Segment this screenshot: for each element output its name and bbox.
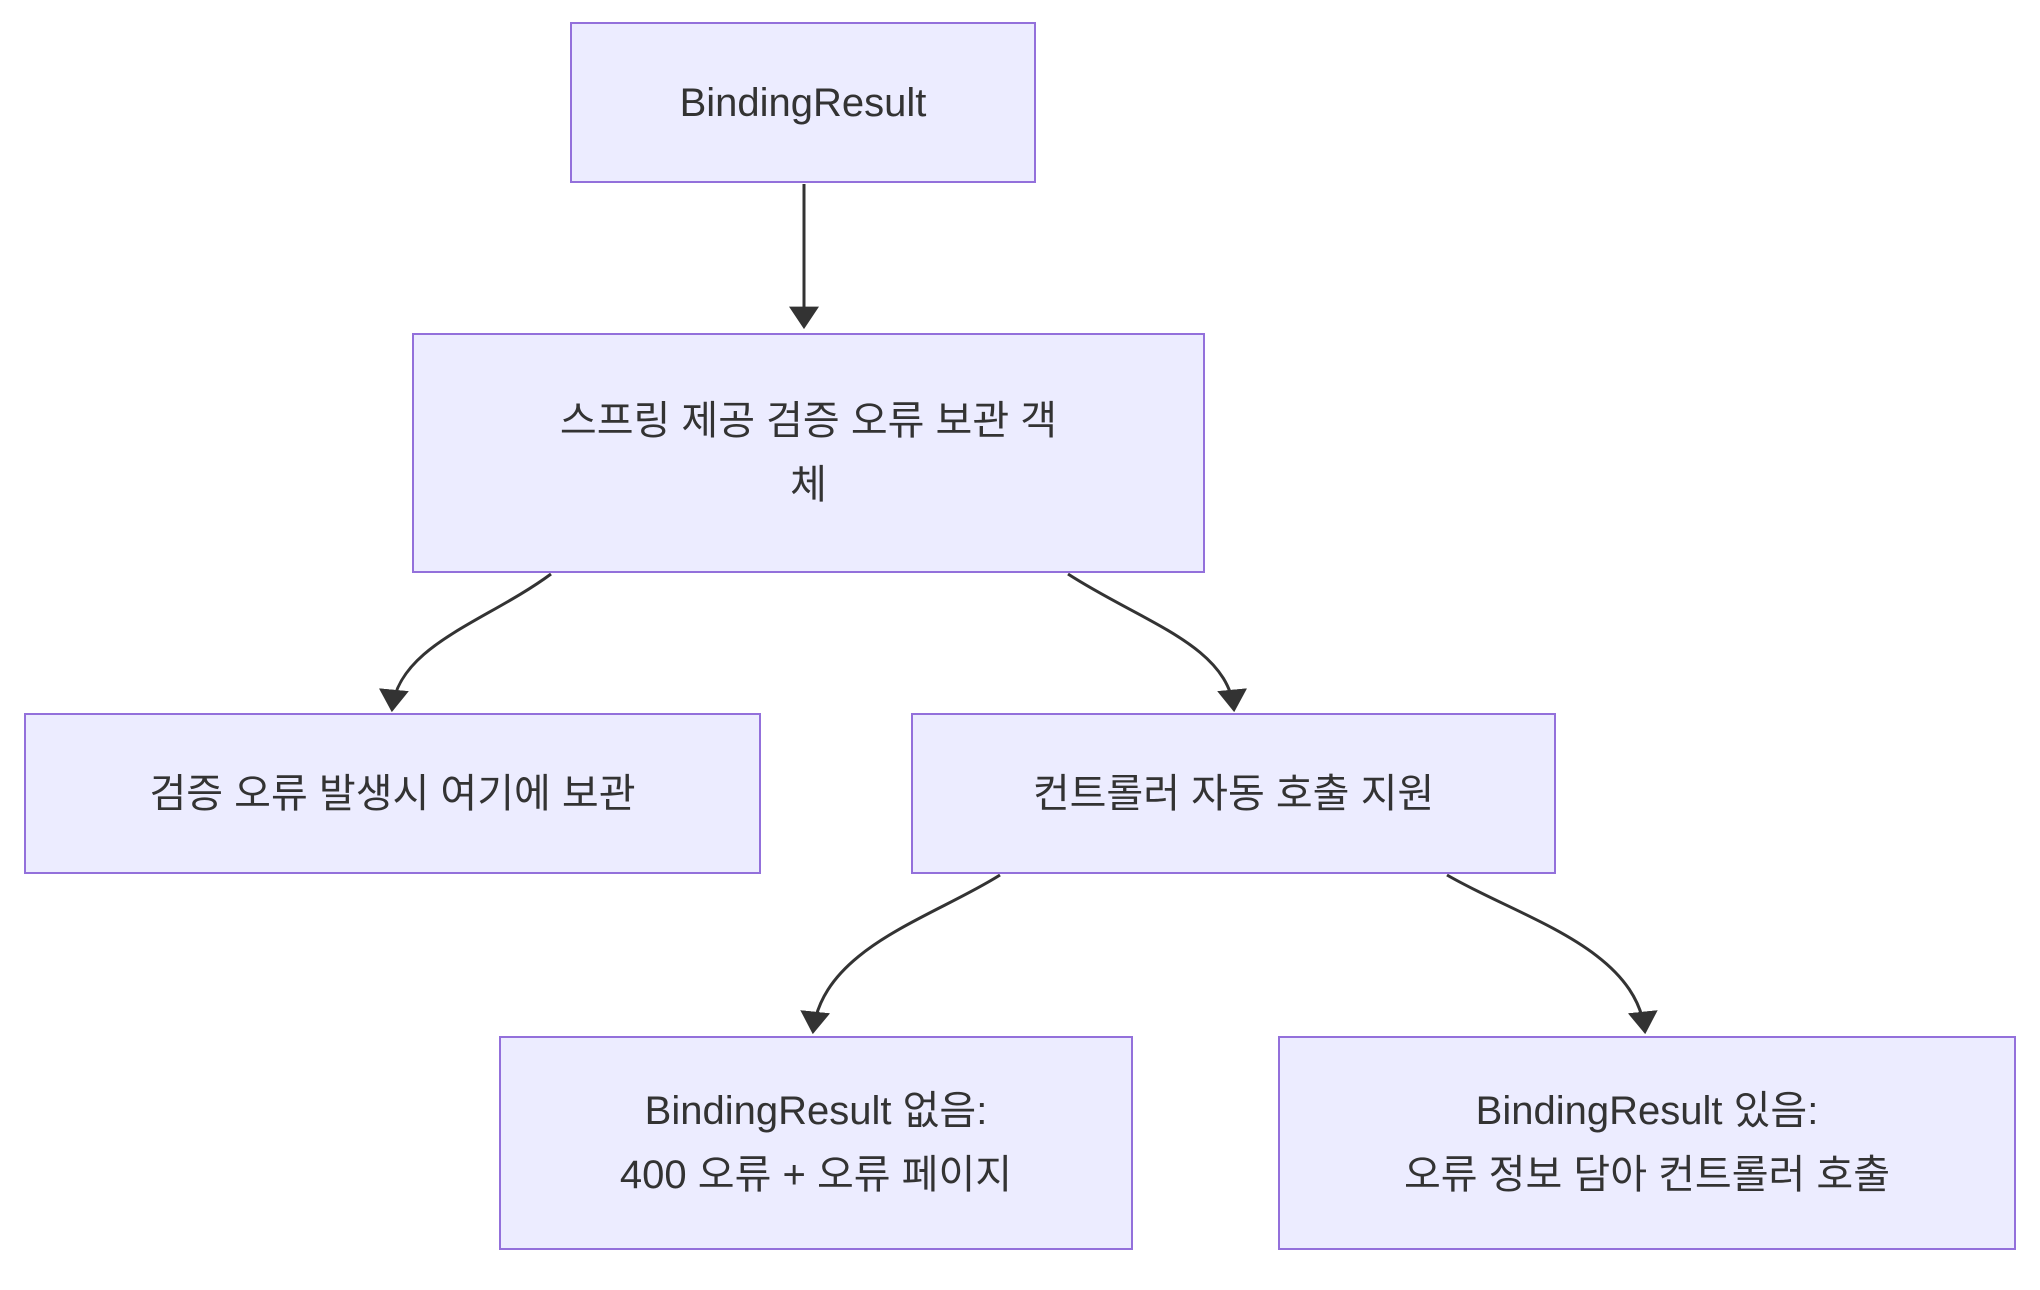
node-store-on-error: 검증 오류 발생시 여기에 보관	[24, 713, 761, 874]
node-with-binding-result: BindingResult 있음: 오류 정보 담아 컨트롤러 호출	[1278, 1036, 2016, 1250]
node-auto-controller-call-label: 컨트롤러 자동 호출 지원	[1032, 771, 1435, 816]
node-spring-error-holder: 스프링 제공 검증 오류 보관 객 체	[412, 333, 1205, 573]
edge-autocall-to-without	[800, 873, 1001, 1035]
node-with-binding-result-label: BindingResult 있음: 오류 정보 담아 컨트롤러 호출	[1403, 1089, 1891, 1197]
node-store-on-error-label: 검증 오류 발생시 여기에 보관	[149, 771, 636, 816]
edge-holder-to-store	[378, 572, 552, 713]
node-without-binding-result: BindingResult 없음: 400 오류 + 오류 페이지	[499, 1036, 1133, 1250]
node-binding-result-label: BindingResult	[679, 80, 927, 125]
edge-holder-to-autocall	[1067, 572, 1248, 713]
node-without-binding-result-label: BindingResult 없음: 400 오류 + 오류 페이지	[619, 1089, 1013, 1197]
edge-autocall-to-with	[1446, 873, 1658, 1035]
node-spring-error-holder-label: 스프링 제공 검증 오류 보관 객 체	[559, 399, 1058, 507]
node-binding-result: BindingResult	[570, 22, 1036, 183]
node-auto-controller-call: 컨트롤러 자동 호출 지원	[911, 713, 1556, 874]
